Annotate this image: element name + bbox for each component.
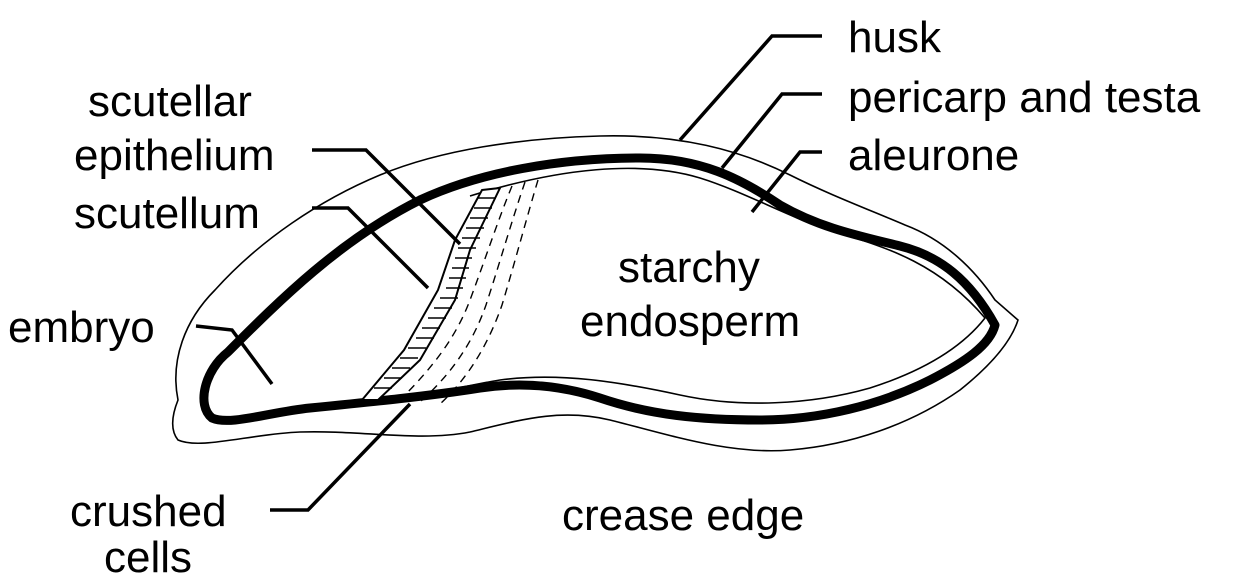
label-scutellar: scutellar bbox=[88, 77, 252, 126]
label-scutellum: scutellum bbox=[74, 189, 260, 238]
label-crushed: crushed bbox=[70, 487, 227, 536]
crushed-cells-leader bbox=[270, 404, 410, 510]
label-epithelium: epithelium bbox=[74, 131, 275, 180]
scutellum-leader bbox=[312, 208, 428, 288]
label-starchy: starchy bbox=[618, 243, 760, 292]
label-cells: cells bbox=[104, 533, 192, 578]
label-endosperm: endosperm bbox=[580, 297, 800, 346]
husk-outline bbox=[173, 136, 1018, 451]
label-husk: husk bbox=[848, 13, 942, 62]
label-aleurone: aleurone bbox=[848, 131, 1019, 180]
label-pericarp-testa: pericarp and testa bbox=[848, 73, 1201, 122]
label-crease-edge: crease edge bbox=[562, 491, 804, 540]
label-embryo: embryo bbox=[8, 303, 155, 352]
pericarp-leader bbox=[722, 94, 822, 168]
husk-leader bbox=[680, 36, 822, 140]
